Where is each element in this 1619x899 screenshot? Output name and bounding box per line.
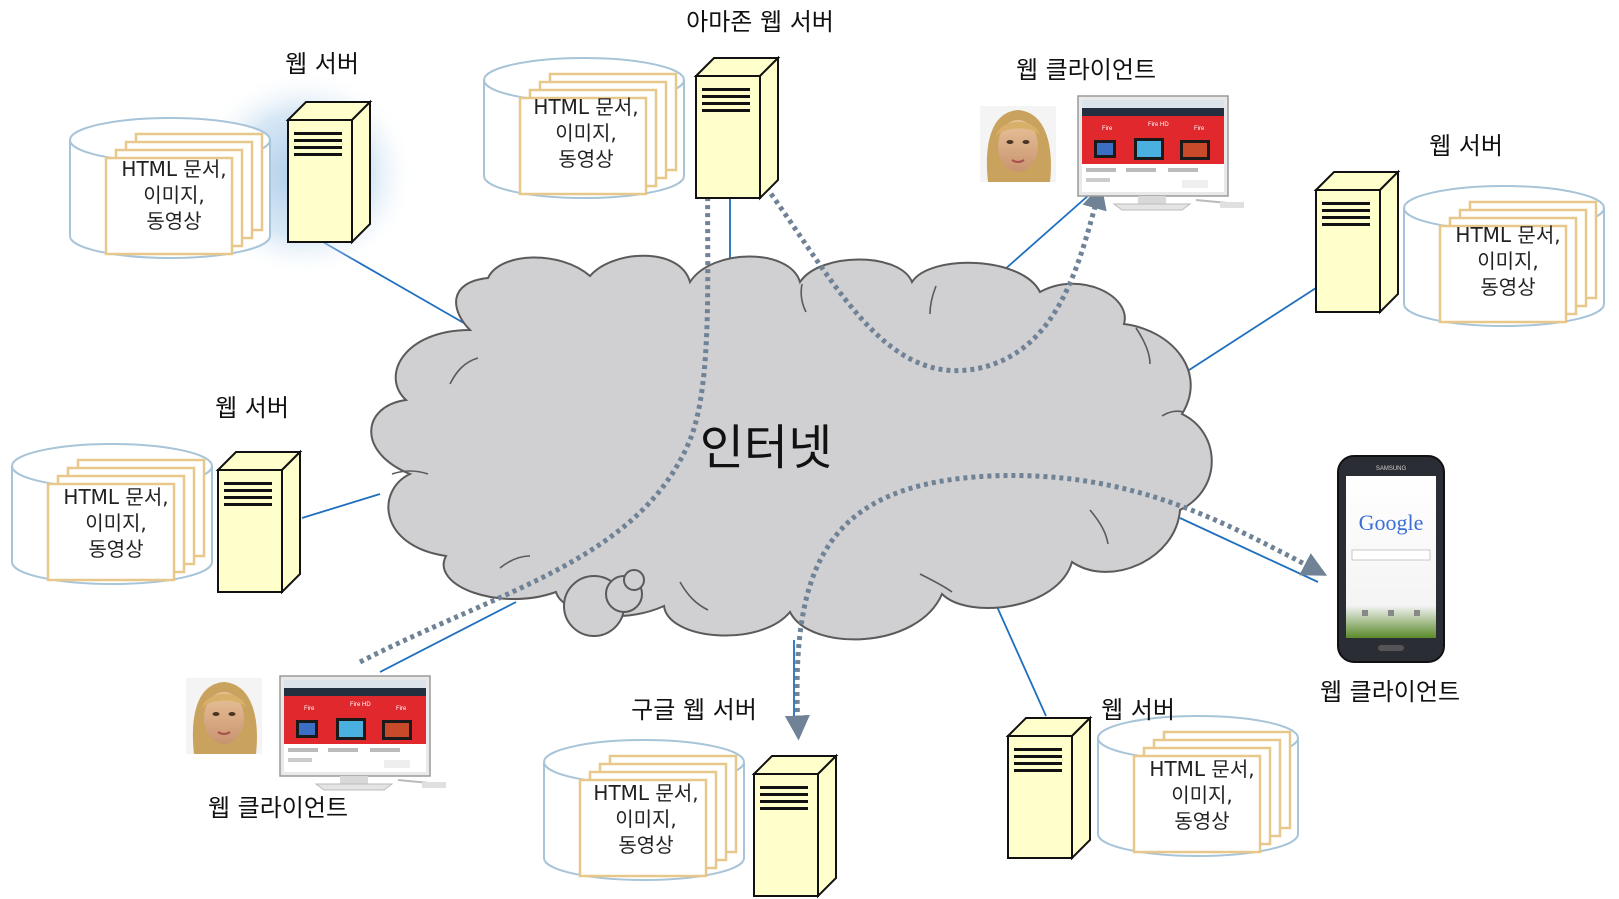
web-client-bottom-left: 웹 클라이언트 xyxy=(185,675,447,822)
storage-line-1: HTML 문서, xyxy=(121,157,226,181)
server-label: 웹 서버 xyxy=(1101,696,1175,724)
server-tower-icon xyxy=(753,755,837,897)
monitor-icon xyxy=(1077,95,1245,211)
storage-cylinder: HTML 문서, 이미지, 동영상 xyxy=(482,56,686,200)
cloud-shape xyxy=(370,254,1213,641)
flow-arrow-to-amazon-from-left-client xyxy=(358,159,721,665)
data-flows xyxy=(358,158,1328,741)
server-label: 구글 웹 서버 xyxy=(631,696,757,724)
server-tower-icon xyxy=(1315,171,1399,313)
amazon-web-server: HTML 문서, 이미지, 동영상 아마존 웹 서버 xyxy=(482,8,834,200)
cloud-bump-line-2 xyxy=(391,470,429,475)
link-left-server xyxy=(301,493,381,519)
cloud-bump-line-4 xyxy=(679,581,709,611)
link-bottom-right-server xyxy=(993,599,1047,717)
storage-line-1: HTML 문서, xyxy=(593,781,698,805)
google-logo: Google xyxy=(1359,510,1424,535)
web-client-mobile: SAMSUNG Google 웹 클라이언트 xyxy=(1320,455,1460,706)
cloud-bubble-small xyxy=(623,569,645,591)
cloud-bump-line-3 xyxy=(499,555,531,569)
cloud-bump-line-7 xyxy=(1161,410,1185,417)
storage-line-3: 동영상 xyxy=(88,537,143,561)
server-tower-icon xyxy=(1007,717,1091,859)
web-server-left: HTML 문서, 이미지, 동영상 웹 서버 xyxy=(10,394,301,593)
storage-line-1: HTML 문서, xyxy=(1149,757,1254,781)
cloud-bump-line-10 xyxy=(800,283,807,313)
storage-line-2: 이미지, xyxy=(1171,783,1233,807)
storage-line-1: HTML 문서, xyxy=(533,95,638,119)
storage-cylinder: HTML 문서, 이미지, 동영상 xyxy=(542,738,746,882)
avatar xyxy=(185,677,263,755)
server-tower-icon xyxy=(217,451,301,593)
smartphone-icon: SAMSUNG Google xyxy=(1337,455,1445,663)
link-bottom-left-client xyxy=(379,601,517,673)
monitor-icon xyxy=(279,675,447,791)
storage-cylinder: HTML 문서, 이미지, 동영상 xyxy=(10,442,214,586)
server-label: 웹 서버 xyxy=(285,50,359,78)
storage-line-3: 동영상 xyxy=(1174,809,1229,833)
storage-line-1: HTML 문서, xyxy=(63,485,168,509)
storage-line-3: 동영상 xyxy=(1480,275,1535,299)
storage-cylinder: HTML 문서, 이미지, 동영상 xyxy=(68,116,272,260)
flow-arrow-amazon-to-top-client xyxy=(744,158,1107,373)
link-mobile-client xyxy=(1179,517,1319,583)
storage-line-2: 이미지, xyxy=(143,183,205,207)
link-right-server xyxy=(1185,287,1317,373)
storage-line-1: HTML 문서, xyxy=(1455,223,1560,247)
web-server-top-left: HTML 문서, 이미지, 동영상 웹 서버 xyxy=(68,50,416,278)
web-server-bottom-right: HTML 문서, 이미지, 동영상 웹 서버 xyxy=(1007,696,1300,859)
server-tower-icon xyxy=(695,57,779,199)
cloud-bump-line-1 xyxy=(449,357,479,385)
google-web-server: HTML 문서, 이미지, 동영상 구글 웹 서버 xyxy=(542,696,837,897)
storage-line-3: 동영상 xyxy=(146,209,201,233)
internet-cloud: 인터넷 xyxy=(370,254,1213,641)
storage-cylinder: HTML 문서, 이미지, 동영상 xyxy=(1402,184,1606,328)
avatar xyxy=(979,105,1057,183)
storage-line-2: 이미지, xyxy=(85,511,147,535)
flow-arrow-google-to-mobile xyxy=(784,473,1328,741)
cloud-bump-line-6 xyxy=(1089,509,1109,545)
client-label: 웹 클라이언트 xyxy=(1320,678,1460,706)
client-label: 웹 클라이언트 xyxy=(208,794,348,822)
web-client-top: 웹 클라이언트 xyxy=(979,56,1245,211)
storage-line-3: 동영상 xyxy=(558,147,613,171)
server-label: 웹 서버 xyxy=(215,394,289,422)
cloud-bump-line-9 xyxy=(929,285,937,315)
server-label: 웹 서버 xyxy=(1429,132,1503,160)
storage-cylinder: HTML 문서, 이미지, 동영상 xyxy=(1096,714,1300,858)
server-label: 아마존 웹 서버 xyxy=(686,8,834,36)
storage-line-2: 이미지, xyxy=(555,121,617,145)
storage-line-2: 이미지, xyxy=(615,807,677,831)
web-server-right: HTML 문서, 이미지, 동영상 웹 서버 xyxy=(1315,132,1606,328)
storage-line-2: 이미지, xyxy=(1477,249,1539,273)
server-tower-icon xyxy=(287,101,371,243)
storage-line-3: 동영상 xyxy=(618,833,673,857)
client-label: 웹 클라이언트 xyxy=(1016,56,1156,84)
cloud-label: 인터넷 xyxy=(700,420,832,476)
phone-brand: SAMSUNG xyxy=(1376,466,1407,472)
cloud-bump-line-8 xyxy=(1135,327,1151,365)
